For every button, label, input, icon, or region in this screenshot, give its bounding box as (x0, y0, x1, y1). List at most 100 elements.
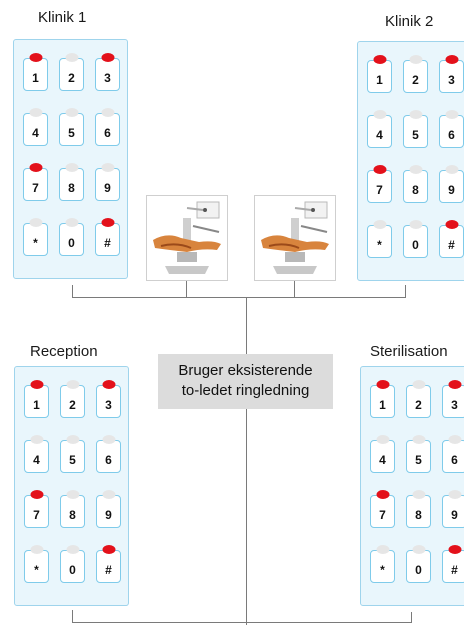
keypad-key[interactable]: # (439, 220, 464, 258)
keypad-key[interactable]: 7 (24, 490, 49, 528)
keypad-key[interactable]: 6 (96, 435, 121, 473)
indicator-led-icon (448, 435, 461, 444)
keypad-key[interactable]: 0 (406, 545, 431, 583)
key-label: # (104, 235, 111, 250)
keypad-key[interactable]: 3 (442, 380, 464, 418)
keypad-key[interactable]: * (24, 545, 49, 583)
key-label: 9 (105, 507, 112, 522)
key-label: 3 (105, 397, 112, 412)
key-label: # (451, 562, 458, 577)
indicator-led-icon (101, 218, 114, 227)
key-label: # (105, 562, 112, 577)
keypad-key[interactable]: # (96, 545, 121, 583)
indicator-led-icon (102, 380, 115, 389)
keypad-key[interactable]: 8 (60, 490, 85, 528)
keypad-key[interactable]: 9 (96, 490, 121, 528)
key-label: * (34, 562, 39, 577)
indicator-led-icon (66, 545, 79, 554)
indicator-led-icon (376, 380, 389, 389)
keypad-key[interactable]: 8 (59, 163, 84, 201)
indicator-led-icon (445, 165, 458, 174)
indicator-led-icon (30, 435, 43, 444)
keypad-key[interactable]: 7 (367, 165, 392, 203)
wire-chair1-drop (186, 281, 187, 298)
keypad-key[interactable]: 2 (403, 55, 428, 93)
indicator-led-icon (30, 545, 43, 554)
keypad-key[interactable]: * (370, 545, 395, 583)
keypad-key[interactable]: 8 (403, 165, 428, 203)
keypad-key[interactable]: 1 (367, 55, 392, 93)
keypad-key[interactable]: 3 (96, 380, 121, 418)
keypad-key[interactable]: # (442, 545, 464, 583)
key-label: 0 (412, 237, 419, 252)
label-sterilisation: Sterilisation (370, 343, 448, 360)
key-label: 5 (415, 452, 422, 467)
key-label: 8 (415, 507, 422, 522)
keypad-key[interactable]: 8 (406, 490, 431, 528)
keypad-key[interactable]: 6 (439, 110, 464, 148)
indicator-led-icon (65, 53, 78, 62)
dental-chair-image-1 (146, 195, 228, 281)
keypad-key[interactable]: 7 (370, 490, 395, 528)
keypad-key[interactable]: 4 (370, 435, 395, 473)
indicator-led-icon (102, 545, 115, 554)
key-label: 4 (379, 452, 386, 467)
wire-klinik1-drop (72, 285, 73, 298)
keypad-key[interactable]: 4 (367, 110, 392, 148)
wire-klinik2-drop (405, 285, 406, 298)
keypad-key[interactable]: 4 (24, 435, 49, 473)
wire-top-horizontal (72, 297, 405, 298)
keypad-key[interactable]: 6 (442, 435, 464, 473)
center-label-box: Bruger eksisterende to-ledet ringledning (158, 354, 333, 409)
label-klinik2: Klinik 2 (385, 13, 434, 30)
indicator-led-icon (376, 545, 389, 554)
indicator-led-icon (412, 380, 425, 389)
keypad-key[interactable]: 5 (403, 110, 428, 148)
key-label: 0 (69, 562, 76, 577)
keypad-key[interactable]: 1 (24, 380, 49, 418)
key-label: 4 (33, 452, 40, 467)
indicator-led-icon (409, 165, 422, 174)
keypad-key[interactable]: 1 (370, 380, 395, 418)
indicator-led-icon (101, 108, 114, 117)
indicator-led-icon (65, 108, 78, 117)
keypad-key[interactable]: 3 (95, 53, 120, 91)
keypad-key[interactable]: 3 (439, 55, 464, 93)
key-label: 6 (105, 452, 112, 467)
indicator-led-icon (66, 490, 79, 499)
keypad-key[interactable]: 9 (439, 165, 464, 203)
key-label: 9 (104, 180, 111, 195)
keypad-key[interactable]: # (95, 218, 120, 256)
keypad-key[interactable]: 5 (406, 435, 431, 473)
keypad-key[interactable]: 2 (406, 380, 431, 418)
key-label: 5 (69, 452, 76, 467)
keypad-key[interactable]: 5 (59, 108, 84, 146)
keypad-key[interactable]: 6 (95, 108, 120, 146)
keypad-key[interactable]: 2 (59, 53, 84, 91)
keypad-key[interactable]: 0 (59, 218, 84, 256)
keypad-key[interactable]: 9 (95, 163, 120, 201)
key-label: 2 (412, 72, 419, 87)
indicator-led-icon (29, 108, 42, 117)
key-label: 5 (68, 125, 75, 140)
keypad-key[interactable]: 2 (60, 380, 85, 418)
keypad-key[interactable]: 7 (23, 163, 48, 201)
keypad-key[interactable]: 4 (23, 108, 48, 146)
center-label-line2: to-ledet ringledning (181, 382, 310, 399)
key-label: 7 (376, 182, 383, 197)
keypad-key[interactable]: * (367, 220, 392, 258)
keypad-key[interactable]: 1 (23, 53, 48, 91)
indicator-led-icon (412, 545, 425, 554)
keypad-key[interactable]: 0 (403, 220, 428, 258)
key-label: 5 (412, 127, 419, 142)
keypad-key[interactable]: 0 (60, 545, 85, 583)
keypad-key[interactable]: 5 (60, 435, 85, 473)
wire-reception-drop (72, 610, 73, 623)
keypad-key[interactable]: * (23, 218, 48, 256)
dental-chair-icon (261, 201, 329, 274)
key-label: 3 (104, 70, 111, 85)
keypad-key[interactable]: 9 (442, 490, 464, 528)
key-label: 9 (451, 507, 458, 522)
